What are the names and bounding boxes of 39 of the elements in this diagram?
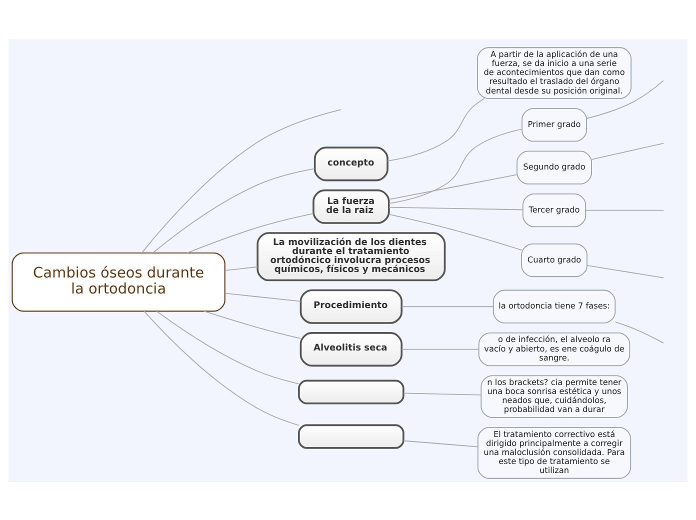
connector bbox=[186, 212, 314, 253]
connector bbox=[388, 206, 524, 210]
connector bbox=[586, 264, 664, 278]
node-box: Segundo grado bbox=[516, 150, 592, 184]
connector bbox=[224, 292, 302, 302]
node-box: Alveolitis seca bbox=[300, 332, 403, 366]
node-box: Cambios óseos durante la ortodoncia bbox=[12, 252, 226, 312]
connector bbox=[388, 128, 522, 204]
connector bbox=[144, 310, 300, 426]
connector bbox=[403, 392, 482, 395]
connector bbox=[388, 174, 518, 200]
node-box bbox=[298, 379, 404, 404]
connector bbox=[586, 80, 664, 118]
node-box: Tercer grado bbox=[522, 192, 586, 227]
connector bbox=[388, 213, 522, 250]
connector bbox=[585, 209, 664, 210]
node-box: La movilización de los dientes durante el tratamiento ortodóncico involucra procesos químicos, físicos y mecánicos bbox=[256, 232, 446, 281]
connector bbox=[224, 266, 258, 270]
connector bbox=[141, 108, 342, 253]
connector bbox=[591, 142, 664, 160]
connector bbox=[401, 348, 480, 350]
node-box: la ortodoncia tiene 7 fases: bbox=[492, 289, 616, 323]
node-box: Primer grado bbox=[522, 108, 587, 142]
connector bbox=[403, 440, 478, 447]
node-box: Procedimiento bbox=[300, 288, 403, 324]
node-box: El tratamiento correctivo está dirigido principalmente a corregir una maloclusión consolidada. Para este tipo de tratamiento se utilizan bbox=[478, 426, 632, 478]
node-box: o de infección, el alveolo ra vacío y abierto, es ene coágulo de sangre. bbox=[478, 332, 630, 366]
node-box: A partir de la aplicación de una fuerza, se da inicio a una serie de acontecimientos que dan como resultado el traslado del órgano dental desde su posición original. bbox=[477, 46, 632, 98]
connector bbox=[387, 98, 485, 161]
connector bbox=[152, 168, 315, 253]
node-box bbox=[298, 424, 404, 448]
node-box: Cuarto grado bbox=[521, 242, 588, 277]
node-box: concepto bbox=[314, 146, 388, 181]
connector bbox=[614, 321, 664, 343]
connector bbox=[156, 310, 300, 384]
connector bbox=[204, 310, 301, 338]
node-box: La fuerza de la raiz bbox=[312, 188, 390, 224]
node-box: n los brackets? cia permite tener una boca sonrisa estética y unos neados que, cuidándolos, probabilidad van a durar bbox=[480, 374, 628, 418]
connector bbox=[401, 306, 494, 307]
